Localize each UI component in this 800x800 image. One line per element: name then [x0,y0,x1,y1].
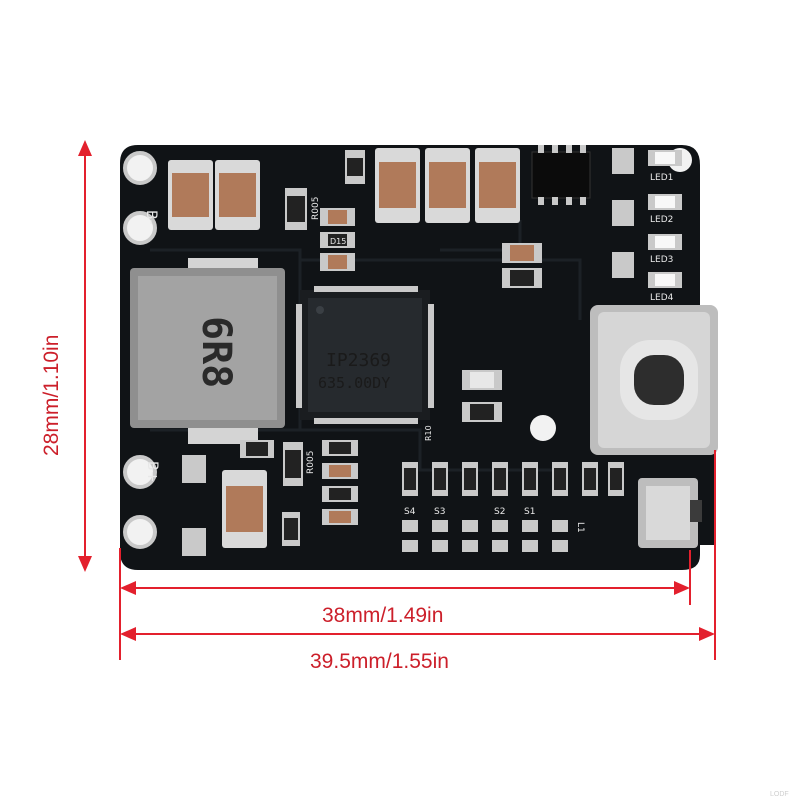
silk-l1: L1 [575,522,585,533]
silk-d15: D15 [330,237,346,246]
silk-s4: S4 [404,507,416,517]
led-label-4: LED4 [650,293,674,303]
led-column: LED1 LED2 LED3 LED4 [612,148,682,303]
led-label-1: LED1 [650,173,673,183]
dimension-height: 28mm/1.10in [40,140,92,572]
smd-components-center [462,243,542,422]
terminal-label-positive: B+ [144,461,160,482]
watermark: LODF [770,791,789,798]
soic-chip [531,145,591,205]
resistor-label-top: R005 [311,197,321,220]
dimension-width-inner: 38mm/1.49in [119,548,691,660]
mounting-holes [123,148,692,549]
smd-components-top: R005 D15 [285,150,365,271]
main-ic: IP2369 635.00DY [296,286,434,424]
inductor-marking: 6R8 [193,316,239,388]
silk-s3: S3 [434,507,445,517]
button-pads: S4 S3 S2 S1 L1 [402,507,585,552]
terminal-label-negative: B- [143,210,159,225]
capacitors-top-center [375,148,520,223]
usb-c-port [590,305,718,455]
silk-s2: S2 [494,507,505,517]
width-inner-label: 38mm/1.49in [322,604,443,627]
led-label-2: LED2 [650,215,673,225]
resistor-strip: R10 [402,425,624,496]
slide-switch [638,478,702,548]
dimension-width-outer: 39.5mm/1.55in [120,450,716,673]
led-label-3: LED3 [650,255,673,265]
ic-marking-line2: 635.00DY [318,374,390,392]
inductor: 6R8 [130,258,285,444]
smd-components-lower-left: R005 [182,440,316,556]
width-outer-label: 39.5mm/1.55in [310,650,449,673]
silk-s1: S1 [524,507,535,517]
resistor-array [322,440,358,525]
silk-r10: R10 [424,425,433,441]
resistor-label-bottom: R005 [306,451,316,474]
height-label: 28mm/1.10in [40,335,63,456]
ic-marking-line1: IP2369 [326,350,391,371]
capacitors-top-left [168,160,260,230]
